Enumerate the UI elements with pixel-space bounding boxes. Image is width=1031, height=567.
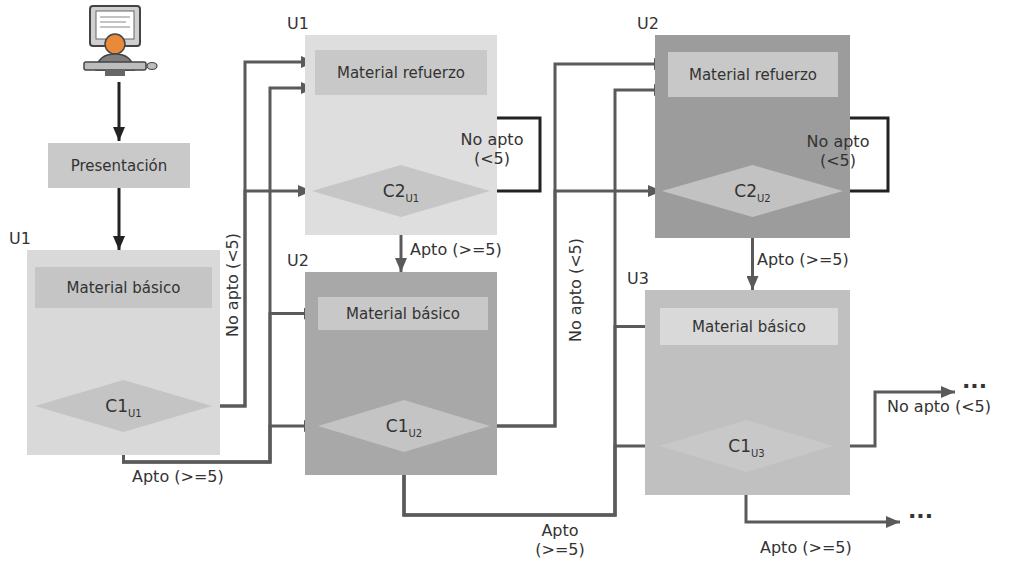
subscript-label: U1 [128,408,142,419]
box-label: Material básico [67,279,181,297]
box-label: Material refuerzo [337,64,465,82]
diamond-label: C1U3 [728,436,764,456]
diamond-label: C1U2 [386,416,422,436]
test-name: C1 [386,416,409,436]
continuation-mark: ... [962,368,987,393]
box-label: Material básico [346,305,460,323]
edge-label: Apto (>=5) [410,240,502,259]
subscript-label: U1 [406,193,420,204]
flow-connector [490,191,662,426]
unit-panel: U2 Material básicoC1U2 [305,272,497,475]
unit-heading: U2 [287,251,309,270]
diamond-label: C1U1 [105,396,141,416]
material-box: Material refuerzo [315,50,487,95]
material-box: Material básico [318,297,488,330]
subscript-label: U2 [409,428,423,439]
box-label: Presentación [71,157,168,175]
material-box: Material básico [35,267,212,308]
edge-label: No apto (<5) [223,233,242,337]
edge-label: No apto (<5) [794,132,882,170]
unit-heading: U1 [9,229,31,248]
edge-label: No apto (<5) [566,238,585,342]
start-arrow [118,82,121,141]
edge-label: Apto (>=5) [530,521,590,559]
unit-panel: U1 Material básicoC1U1 [27,250,220,455]
test-name: C2 [383,181,406,201]
decision-diamond: C1U1 [35,380,212,432]
unit-heading: U2 [637,14,659,33]
diamond-label: C2U2 [734,181,770,201]
flow-connector [212,191,312,406]
subscript-label: U2 [757,193,771,204]
outcome-label: Apto (>=5) [760,538,852,557]
test-name: C2 [734,181,757,201]
edge-label: Apto (>=5) [757,250,849,269]
unit-heading: U1 [287,14,309,33]
test-name: C1 [728,436,751,456]
box-label: Material refuerzo [689,66,817,84]
decision-diamond: C2U1 [312,165,490,217]
unit-heading: U3 [627,269,649,288]
edge-label: Apto (>=5) [132,467,224,486]
continuation-mark: ... [908,498,933,523]
flow-connector [118,188,121,250]
intro-box: Presentación [48,143,190,188]
decision-diamond: C1U3 [660,420,833,472]
box-label: Material básico [692,318,806,336]
diamond-label: C2U1 [383,181,419,201]
user-computer-icon [84,6,157,76]
decision-diamond: C2U2 [662,165,843,217]
flow-connector [490,64,668,426]
material-box: Material refuerzo [668,52,838,97]
test-name: C1 [105,396,128,416]
unit-panel: U3 Material básicoC1U3 [645,290,850,495]
outcome-label: No apto (<5) [887,397,991,416]
subscript-label: U3 [751,448,765,459]
flow-connector [212,62,315,406]
decision-diamond: C1U2 [318,400,490,452]
edge-label: No apto (<5) [448,130,536,168]
material-box: Material básico [660,308,838,345]
